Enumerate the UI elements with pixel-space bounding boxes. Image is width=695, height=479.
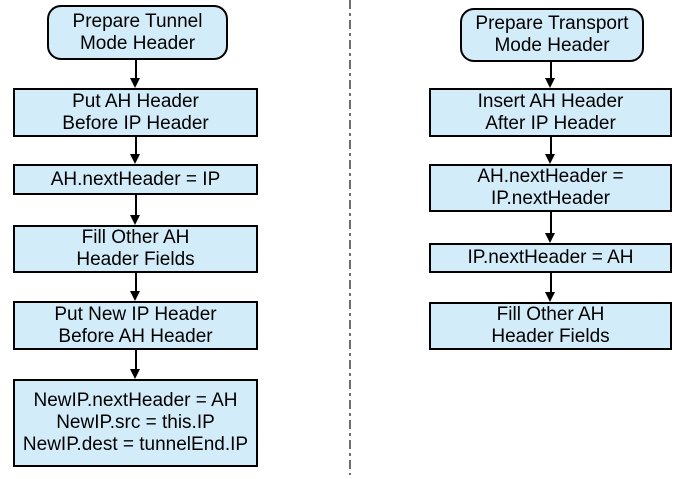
arrow-shaft xyxy=(134,350,137,370)
node-text-line: Fill Other AH xyxy=(81,227,190,248)
arrow-down xyxy=(545,62,556,88)
arrowhead-icon xyxy=(545,154,555,164)
node-text-line: AH.nextHeader = xyxy=(477,166,624,187)
node-text-line: Prepare Tunnel xyxy=(72,10,203,32)
node-newip-assignments: NewIP.nextHeader = AH NewIP.src = this.I… xyxy=(13,379,258,467)
node-text-line: NewIP.dest = tunnelEnd.IP xyxy=(22,434,249,455)
arrow-down xyxy=(545,212,556,243)
node-ah-nextheader-equals-ip: AH.nextHeader = IP xyxy=(13,164,258,195)
node-ah-nextheader-equals-ip-nextheader: AH.nextHeader = IP.nextHeader xyxy=(429,164,672,212)
node-text-line: Mode Header xyxy=(79,32,196,54)
node-prepare-tunnel-mode-header: Prepare Tunnel Mode Header xyxy=(47,5,228,60)
node-text-line: Prepare Transport xyxy=(475,13,629,34)
arrow-shaft xyxy=(549,212,552,234)
node-text-line: After IP Header xyxy=(485,112,616,134)
node-insert-ah-header-after-ip: Insert AH Header After IP Header xyxy=(429,88,672,137)
node-text-line: Before IP Header xyxy=(62,112,209,134)
arrow-down xyxy=(130,350,141,379)
node-text-line: IP.nextHeader = AH xyxy=(467,247,634,268)
node-prepare-transport-mode-header: Prepare Transport Mode Header xyxy=(460,8,644,62)
arrow-shaft xyxy=(134,137,137,155)
arrow-shaft xyxy=(549,62,552,79)
arrow-shaft xyxy=(134,195,137,216)
arrowhead-icon xyxy=(545,233,555,243)
node-put-new-ip-header-before-ah: Put New IP Header Before AH Header xyxy=(13,301,258,350)
node-text-line: Header Fields xyxy=(76,249,195,270)
node-put-ah-header-before-ip: Put AH Header Before IP Header xyxy=(13,88,258,137)
arrow-shaft xyxy=(549,273,552,293)
arrowhead-icon xyxy=(130,154,140,164)
node-text-line: Header Fields xyxy=(491,326,610,347)
node-text-line: Mode Header xyxy=(494,35,610,56)
arrow-down xyxy=(130,195,141,225)
node-text-line: NewIP.src = this.IP xyxy=(56,412,215,433)
node-text-line: Insert AH Header xyxy=(477,90,624,112)
arrowhead-icon xyxy=(130,215,140,225)
arrowhead-icon xyxy=(545,78,555,88)
node-fill-other-ah-fields-tunnel: Fill Other AH Header Fields xyxy=(13,225,258,273)
node-fill-other-ah-fields-transport: Fill Other AH Header Fields xyxy=(429,302,672,350)
node-text-line: Before AH Header xyxy=(58,325,213,347)
node-text-line: Fill Other AH xyxy=(496,304,605,325)
node-text-line: AH.nextHeader = IP xyxy=(50,168,221,190)
column-divider-line xyxy=(349,0,351,475)
node-text-line: NewIP.nextHeader = AH xyxy=(33,390,238,411)
arrow-down xyxy=(130,137,141,164)
arrow-down xyxy=(130,60,141,88)
arrowhead-icon xyxy=(130,78,140,88)
arrowhead-icon xyxy=(130,291,140,301)
node-ip-nextheader-equals-ah: IP.nextHeader = AH xyxy=(429,243,672,273)
arrow-shaft xyxy=(134,60,137,79)
arrowhead-icon xyxy=(545,292,555,302)
arrow-shaft xyxy=(134,273,137,292)
arrow-down xyxy=(545,137,556,164)
node-text-line: Put New IP Header xyxy=(54,303,217,325)
arrowhead-icon xyxy=(130,369,140,379)
arrow-down xyxy=(130,273,141,301)
arrow-shaft xyxy=(549,137,552,155)
node-text-line: IP.nextHeader xyxy=(490,188,610,209)
node-text-line: Put AH Header xyxy=(72,90,199,112)
arrow-down xyxy=(545,273,556,302)
